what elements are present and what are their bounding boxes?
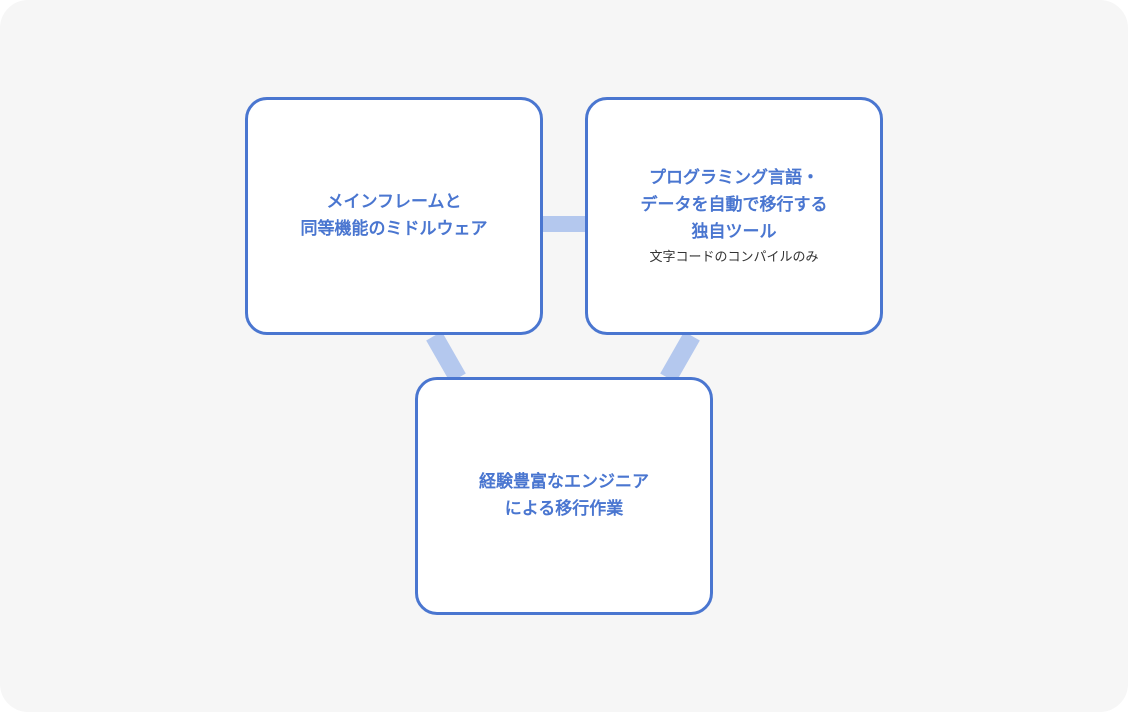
- node-engineers: 経験豊富なエンジニア による移行作業: [415, 377, 713, 615]
- edge-tool-engineers: [660, 331, 700, 383]
- node-tool-title-line-1: プログラミング言語・: [649, 167, 819, 188]
- node-middleware-title-line-1: メインフレームと: [326, 192, 462, 212]
- node-tool-title-line-2: データを自動で移行する: [640, 194, 828, 215]
- node-engineers-title-line-1: 経験豊富なエンジニア: [479, 472, 649, 492]
- node-middleware: メインフレームと 同等機能のミドルウェア: [245, 97, 543, 335]
- node-middleware-title-line-2: 同等機能のミドルウェア: [300, 219, 488, 239]
- node-tool-note: 文字コードのコンパイルのみ: [649, 249, 819, 265]
- node-tool-title-line-3: 独自ツール: [691, 221, 777, 242]
- node-tool: プログラミング言語・ データを自動で移行する 独自ツール 文字コードのコンパイル…: [585, 97, 883, 335]
- node-engineers-title-line-2: による移行作業: [504, 499, 624, 519]
- edge-middleware-engineers: [426, 331, 466, 383]
